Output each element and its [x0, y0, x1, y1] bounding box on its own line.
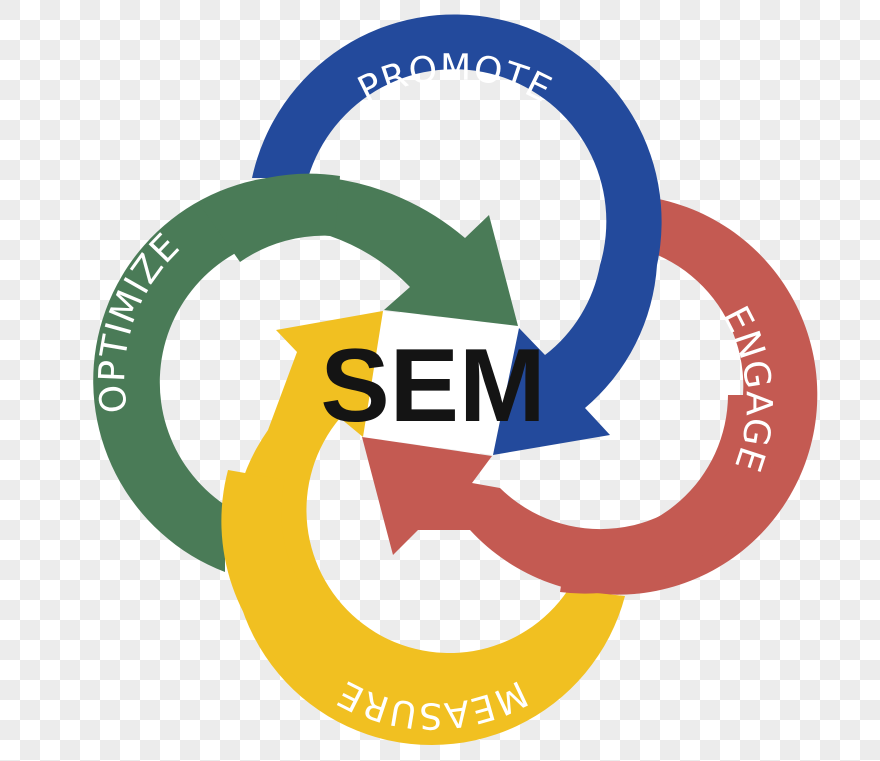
- center-label: SEM: [320, 328, 545, 444]
- optimize-overlap-patch: [200, 173, 340, 262]
- engage-overlap-patch: [560, 395, 785, 594]
- promote-arrow: [252, 14, 662, 456]
- measure-overlap-patch: [221, 470, 340, 680]
- center-background: [362, 311, 520, 455]
- optimize-arrow: [93, 175, 519, 572]
